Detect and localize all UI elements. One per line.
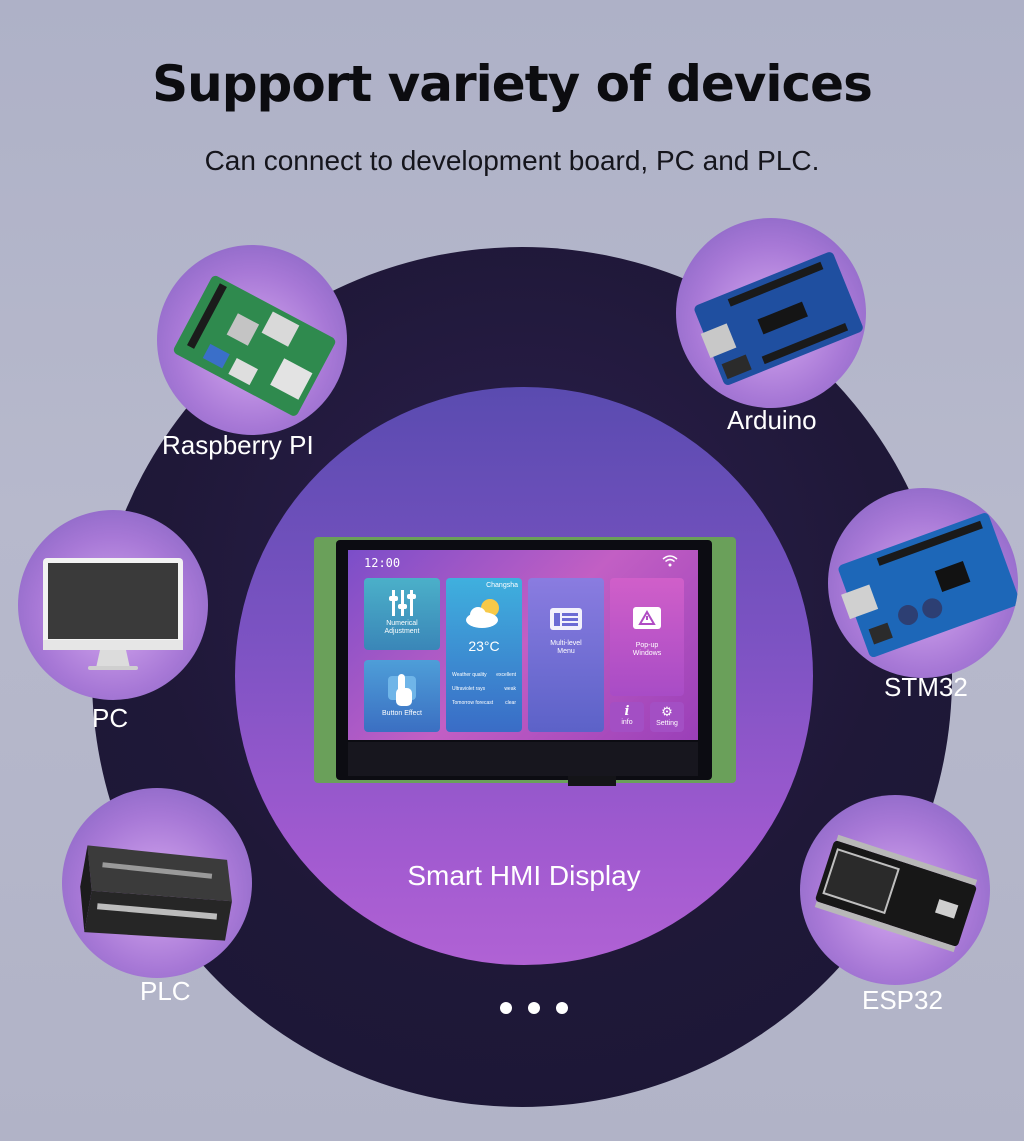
gear-icon: ⚙ (661, 704, 673, 719)
hand-pointer-icon (388, 674, 416, 706)
raspberry-pi-label: Raspberry PI (162, 430, 314, 460)
alert-icon (633, 607, 661, 629)
pc-image (18, 510, 208, 700)
weather-tile[interactable]: Changsha 23°C Weather quality excellent U… (446, 578, 522, 732)
weather-rows: Weather quality excellent Ultraviolet ray… (446, 672, 522, 706)
page-title: Support variety of devices (152, 55, 873, 113)
numerical-adjustment-tile[interactable]: Numerical Adjustment (364, 578, 440, 650)
weather-row-key: Ultraviolet rays (452, 686, 486, 692)
wifi-icon (662, 555, 678, 570)
raspberry-pi-image (157, 245, 347, 435)
info-icon: i (624, 704, 630, 719)
menu-icon (550, 608, 582, 630)
display-lower-bezel (348, 742, 698, 776)
display-screen: 12:00 Numerical Adjustment Button Effect… (348, 550, 698, 740)
numerical-label-1: Numerical (386, 620, 418, 627)
multi-level-label-2: Menu (557, 648, 575, 655)
plc-image (62, 788, 252, 978)
arduino-label: Arduino (727, 405, 817, 435)
stm32-label: STM32 (884, 672, 968, 702)
popup-label-2: Windows (632, 650, 662, 657)
dot (500, 1002, 512, 1014)
numerical-label-2: Adjustment (384, 628, 420, 635)
multi-level-menu-tile[interactable]: Multi-level Menu (528, 578, 604, 732)
weather-city: Changsha (486, 582, 518, 589)
multi-level-label-1: Multi-level (550, 640, 582, 647)
weather-row-value: weak (504, 686, 516, 692)
hmi-display-label: Smart HMI Display (407, 860, 641, 891)
cloud-sun-icon (466, 599, 499, 628)
pc-label: PC (92, 703, 129, 733)
popup-label-1: Pop-up (635, 642, 659, 649)
plc-label: PLC (140, 976, 191, 1006)
dot (556, 1002, 568, 1014)
esp32-image (800, 795, 990, 985)
screen-clock: 12:00 (364, 556, 401, 570)
more-dots (500, 1002, 568, 1014)
setting-tile[interactable]: ⚙ Setting (650, 702, 684, 732)
display-connector (568, 776, 616, 786)
setting-label: Setting (656, 720, 678, 727)
stm32-image (828, 488, 1018, 678)
arduino-image (676, 218, 866, 408)
esp32-label: ESP32 (862, 985, 943, 1015)
button-effect-label: Button Effect (382, 710, 422, 717)
info-label: info (621, 719, 633, 726)
weather-row-key: Tomorrow forecast (452, 700, 494, 706)
page-subtitle: Can connect to development board, PC and… (204, 145, 820, 176)
weather-row-key: Weather quality (452, 672, 487, 678)
info-tile[interactable]: i info (610, 702, 644, 732)
popup-windows-tile[interactable]: Pop-up Windows (610, 578, 684, 696)
weather-row-value: clear (505, 700, 516, 706)
dot (528, 1002, 540, 1014)
sliders-icon (389, 590, 416, 616)
weather-temperature: 23°C (468, 638, 500, 654)
button-effect-tile[interactable]: Button Effect (364, 660, 440, 732)
weather-row-value: excellent (496, 672, 516, 678)
